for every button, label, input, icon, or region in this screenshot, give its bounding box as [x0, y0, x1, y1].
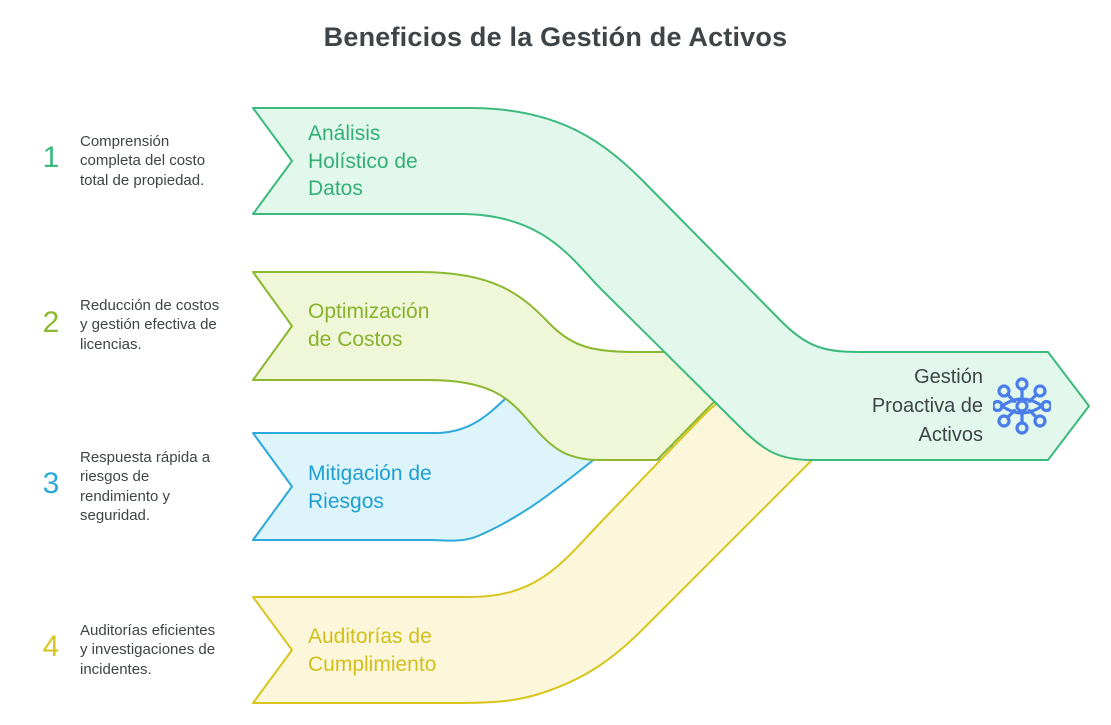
- banner-label-4: Auditorías de Cumplimiento: [308, 625, 437, 676]
- banner-label-1: Análisis Holístico de Datos: [308, 122, 418, 200]
- step-number-2: 2: [42, 306, 60, 339]
- ribbon-analisis-result-arrow: [252, 107, 1090, 461]
- step-description-4: Auditorías eficientes y investigaciones …: [80, 622, 216, 678]
- step-number-3: 3: [42, 467, 60, 500]
- banner-label-3: Mitigación de Riesgos: [308, 462, 432, 513]
- ribbon-optimizacion-costos: [252, 271, 764, 461]
- network-hub-icon: [993, 377, 1051, 435]
- step-description-1: Comprensión completa del costo total de …: [80, 133, 206, 189]
- banner-label-2: Optimización de Costos: [308, 300, 430, 351]
- step-description-2: Reducción de costos y gestión efectiva d…: [80, 297, 220, 353]
- step-description-3: Respuesta rápida a riesgos de rendimient…: [80, 449, 211, 525]
- result-label: Gestión Proactiva de Activos: [871, 366, 983, 446]
- page-title: Beneficios de la Gestión de Activos: [323, 22, 788, 52]
- step-number-4: 4: [42, 630, 60, 663]
- step-number-1: 1: [42, 141, 60, 174]
